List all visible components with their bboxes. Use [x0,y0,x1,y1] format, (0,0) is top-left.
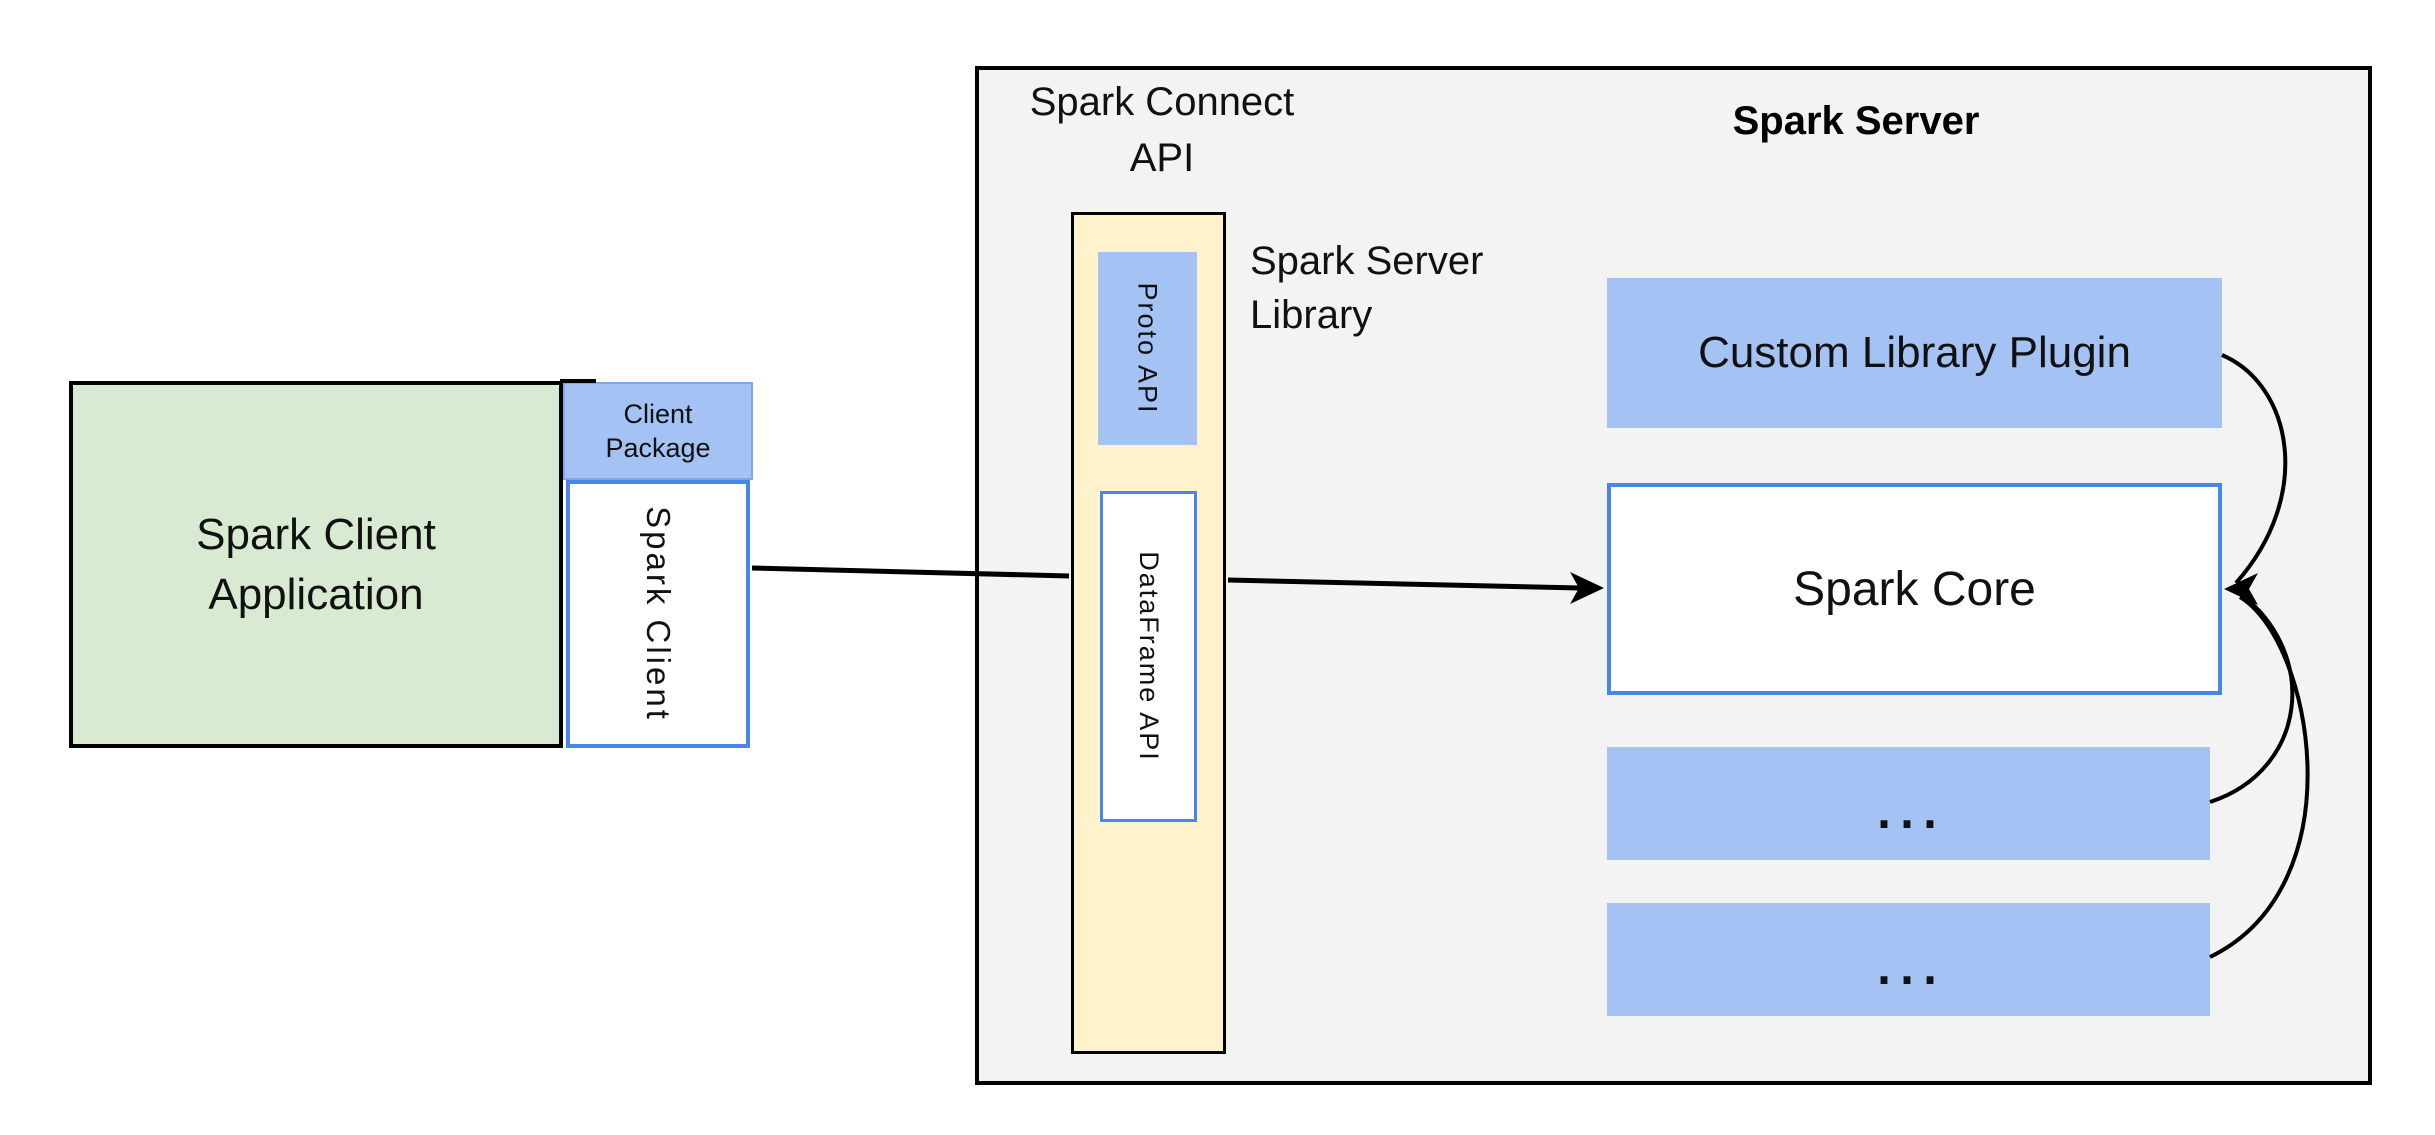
proto-api-label: Proto API [1133,282,1164,415]
ellipsis-box-2-label: ... [1873,919,1943,1000]
proto-api-box: Proto API [1098,252,1197,445]
spark-client-application-label: Spark Client Application [196,509,436,619]
ellipsis-box-2: ... [1607,903,2210,1016]
custom-library-plugin-box: Custom Library Plugin [1607,278,2222,428]
client-package-label: Client Package [605,399,711,463]
spark-server-title: Spark Server [1732,99,1980,143]
spark-core-box: Spark Core [1607,483,2222,695]
custom-library-plugin-label: Custom Library Plugin [1698,328,2131,377]
spark-client-label: Spark Client [640,506,677,722]
spark-connect-api-label: Spark Connect API [1029,80,1295,180]
dataframe-api-label: DataFrame API [1134,551,1165,762]
ellipsis-box-1-label: ... [1873,763,1943,844]
spark-client-application-box: Spark Client Application [69,381,563,748]
client-package-box: Client Package [563,382,753,480]
dataframe-api-box: DataFrame API [1100,491,1197,822]
spark-core-label: Spark Core [1793,562,2036,616]
spark-server-library-label: Spark Server Library [1250,239,1484,337]
ellipsis-box-1: ... [1607,747,2210,860]
spark-client-box: Spark Client [566,480,750,748]
